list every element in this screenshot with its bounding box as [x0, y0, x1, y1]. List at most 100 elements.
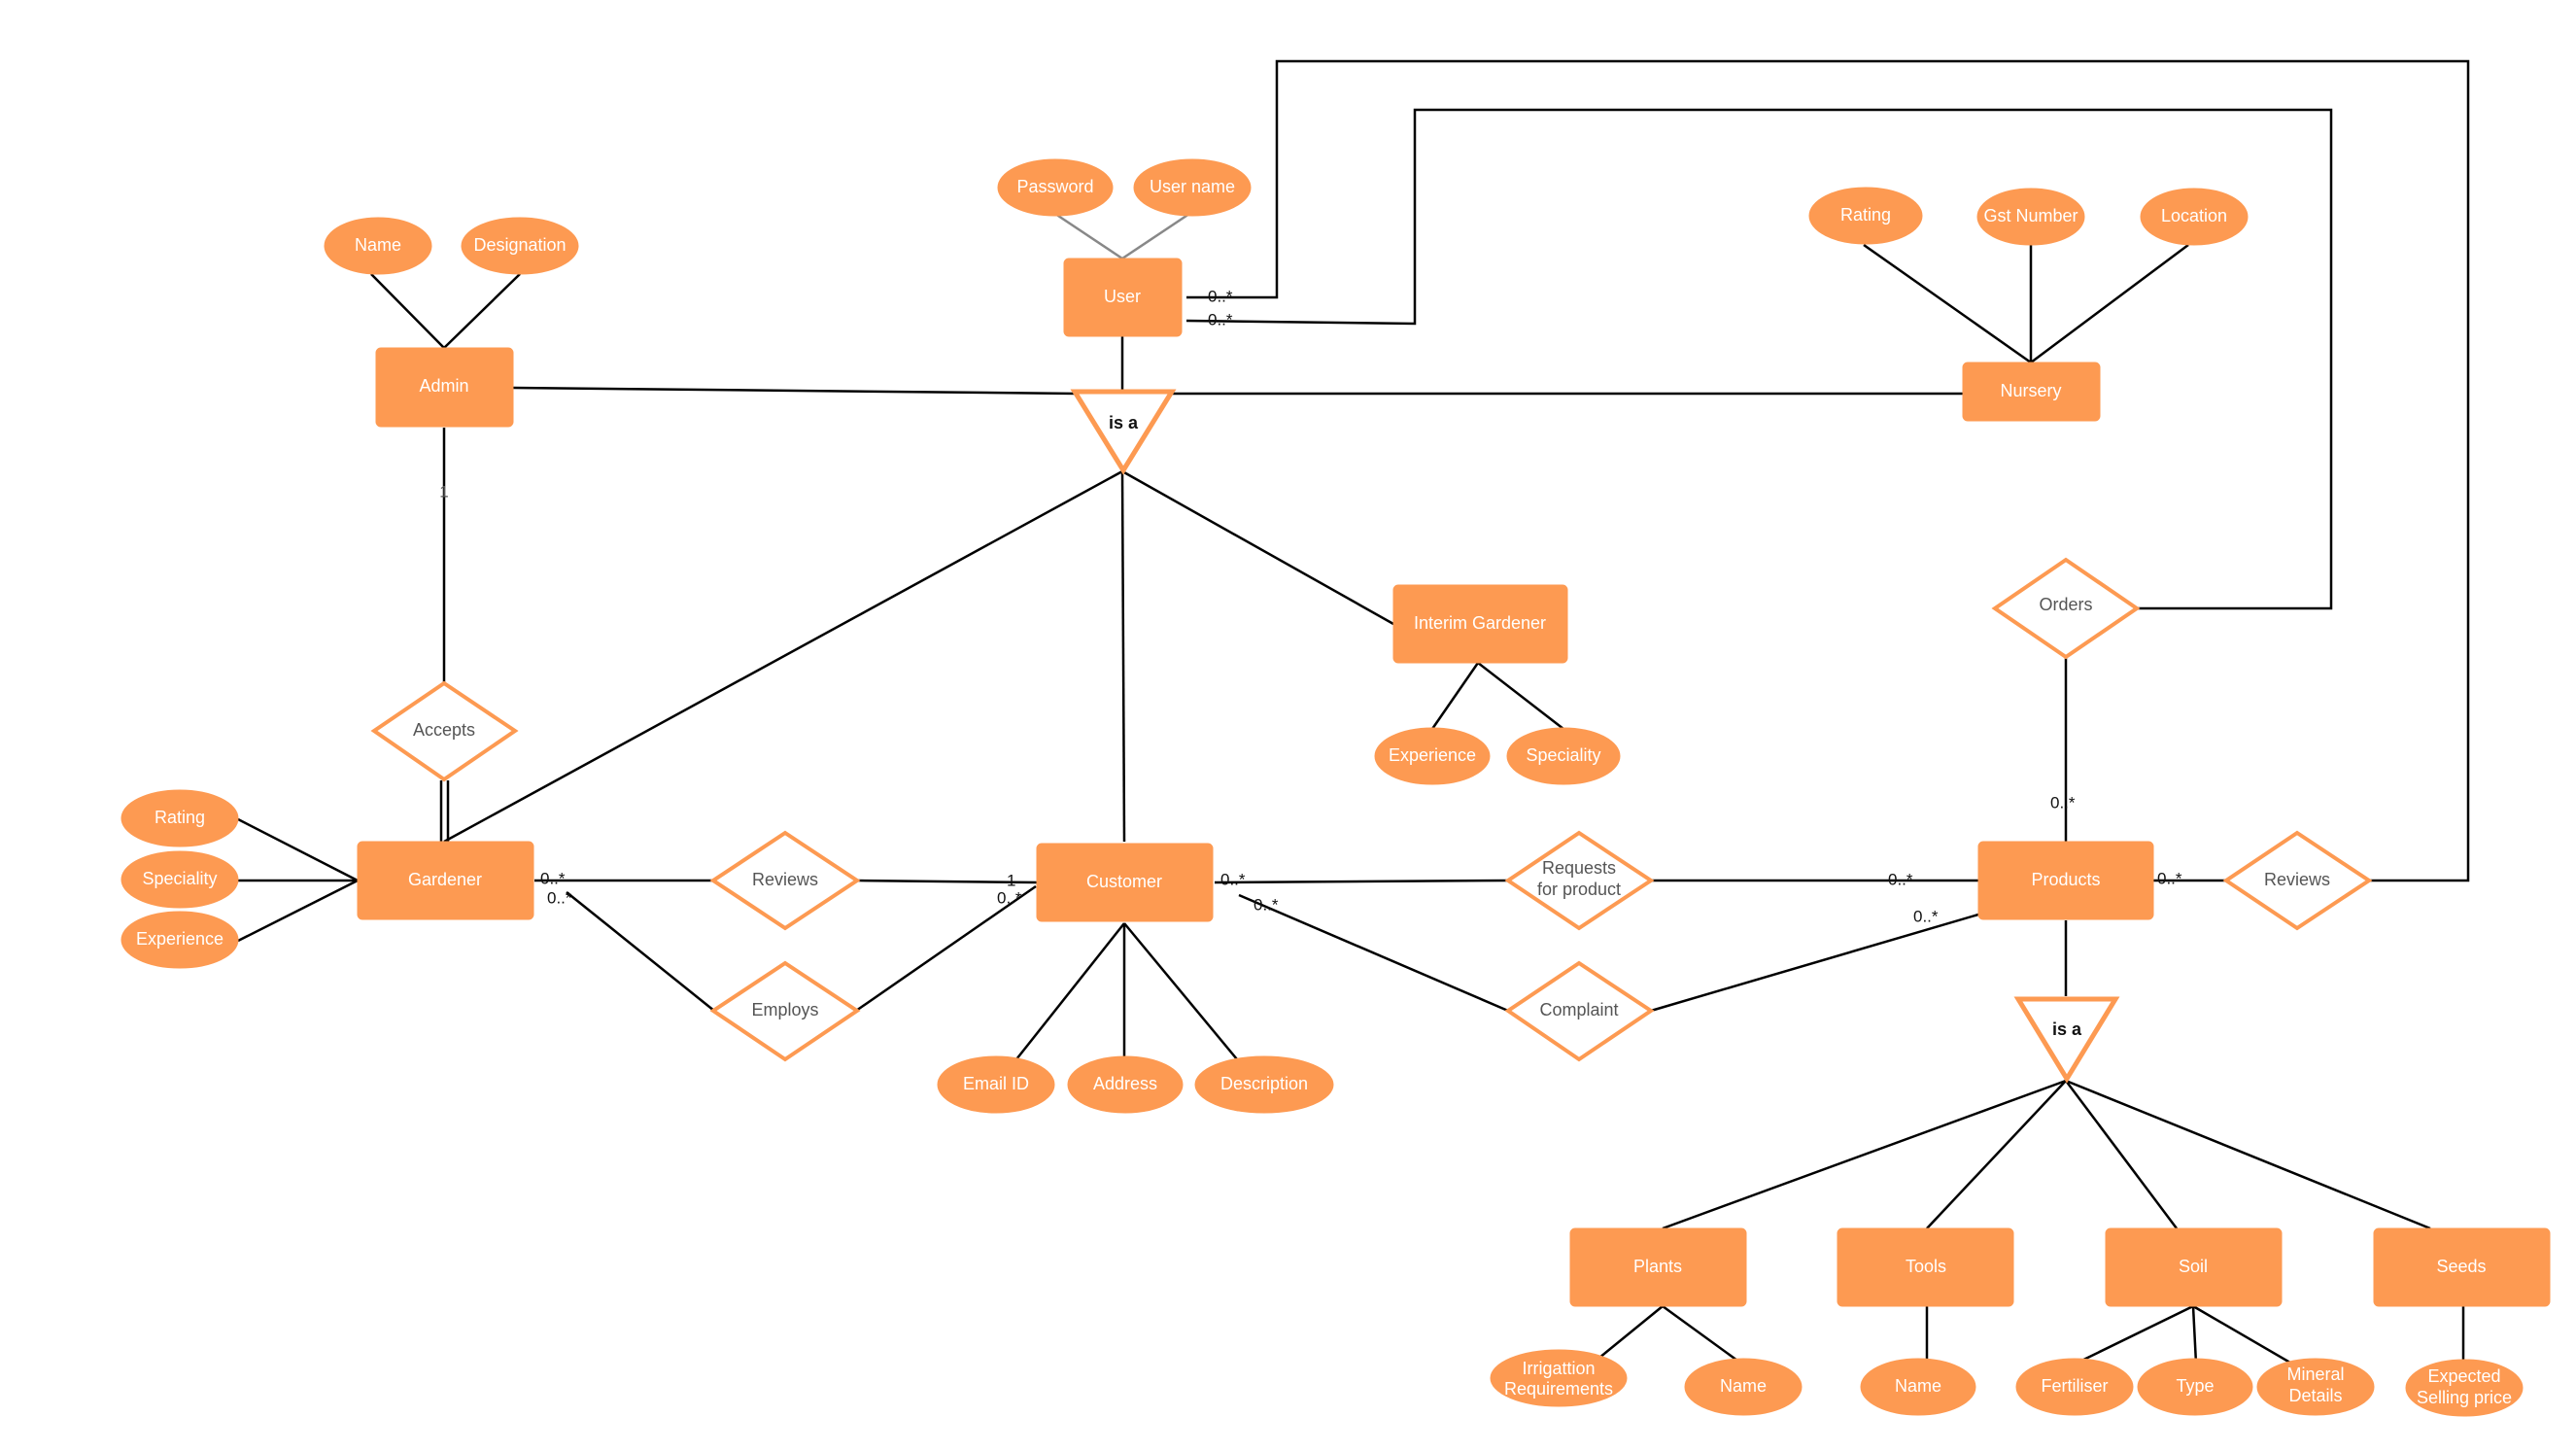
attr-password[interactable]: Password — [997, 158, 1114, 217]
attr-mineral-line1: Mineral — [2286, 1365, 2344, 1384]
line-interim-experience — [1430, 662, 1480, 730]
entity-tools[interactable]: Tools — [1837, 1227, 2014, 1307]
attr-admin-name-label: Name — [355, 235, 401, 255]
entity-nursery[interactable]: Nursery — [1962, 362, 2101, 422]
rel-reviews-gardener[interactable]: Reviews — [709, 830, 861, 931]
attr-irrigation-requirements[interactable]: Irrigattion Requirements — [1490, 1349, 1628, 1407]
rel-requests-for-product[interactable]: Requests for product — [1504, 830, 1655, 931]
rel-complaint-label: Complaint — [1539, 1000, 1618, 1019]
line-complaint-products — [1650, 913, 1979, 1013]
rel-requests-line1: Requests — [1542, 858, 1616, 878]
attr-interim-speciality-label: Speciality — [1526, 745, 1600, 765]
entity-user-label: User — [1104, 287, 1141, 306]
rel-orders[interactable]: Orders — [1991, 557, 2141, 660]
line-reviews-user — [1186, 59, 2470, 882]
attr-irrigation-line1: Irrigattion — [1522, 1359, 1595, 1378]
entity-admin[interactable]: Admin — [375, 347, 514, 428]
attr-interim-speciality[interactable]: Speciality — [1506, 727, 1621, 785]
line-gardener-experience — [237, 879, 359, 943]
line-nursery-location — [2030, 243, 2189, 364]
rel-accepts[interactable]: Accepts — [370, 680, 519, 782]
line-reviews-customer — [857, 879, 1038, 884]
line-soil-type — [2191, 1305, 2198, 1365]
rel-reviews-products[interactable]: Reviews — [2222, 830, 2373, 931]
attr-user-name[interactable]: User name — [1133, 158, 1252, 217]
attr-type-label: Type — [2176, 1376, 2214, 1396]
attr-email-id-label: Email ID — [963, 1074, 1029, 1093]
attr-expected-selling-price[interactable]: Expected Selling price — [2405, 1359, 2524, 1417]
isa-products[interactable]: is a — [2013, 996, 2120, 1084]
line-soil-mineral — [2192, 1304, 2296, 1367]
attr-nursery-rating[interactable]: Rating — [1808, 187, 1923, 245]
attr-address[interactable]: Address — [1067, 1055, 1184, 1114]
line-isa-seeds — [2065, 1079, 2431, 1230]
rel-orders-label: Orders — [2039, 595, 2092, 614]
entity-customer-label: Customer — [1086, 872, 1162, 891]
line-isa-plants — [1662, 1079, 2067, 1230]
entity-products[interactable]: Products — [1977, 841, 2154, 920]
attr-description-label: Description — [1220, 1074, 1308, 1093]
isa-products-label: is a — [2052, 1019, 2082, 1039]
entity-gardener-label: Gardener — [408, 870, 482, 889]
line-admin-designation — [443, 273, 521, 349]
card-products-reviews: 0..* — [2157, 869, 2182, 887]
line-customer-requests — [1214, 879, 1509, 884]
rel-accepts-label: Accepts — [413, 720, 475, 740]
entity-soil-label: Soil — [2179, 1257, 2208, 1276]
attr-address-label: Address — [1093, 1074, 1157, 1093]
attr-gardener-speciality-label: Speciality — [142, 869, 217, 888]
rel-complaint[interactable]: Complaint — [1504, 960, 1655, 1062]
attr-gst-number-label: Gst Number — [1983, 206, 2078, 225]
connector-lines — [237, 59, 2470, 1367]
attr-designation[interactable]: Designation — [461, 217, 579, 275]
line-isa-customer — [1120, 470, 1126, 843]
entity-seeds[interactable]: Seeds — [2373, 1227, 2551, 1307]
attr-gst-number[interactable]: Gst Number — [1976, 188, 2085, 246]
rel-employs[interactable]: Employs — [709, 960, 861, 1062]
entity-plants[interactable]: Plants — [1569, 1227, 1747, 1307]
attr-admin-name[interactable]: Name — [324, 217, 432, 275]
attr-email-id[interactable]: Email ID — [937, 1055, 1055, 1114]
entity-gardener[interactable]: Gardener — [357, 841, 534, 920]
attr-mineral-details[interactable]: Mineral Details — [2256, 1358, 2375, 1416]
attr-gardener-experience[interactable]: Experience — [120, 911, 239, 969]
line-user-password — [1054, 212, 1123, 260]
attr-gardener-experience-label: Experience — [136, 929, 223, 949]
attr-password-label: Password — [1016, 177, 1093, 196]
line-employs-customer — [855, 884, 1037, 1013]
attr-location[interactable]: Location — [2140, 188, 2249, 246]
attr-nursery-rating-label: Rating — [1840, 205, 1891, 225]
entity-nursery-label: Nursery — [2000, 381, 2061, 400]
card-user-bottom: 0..* — [1208, 310, 1233, 328]
isa-user-label: is a — [1109, 413, 1139, 432]
line-interim-speciality — [1477, 662, 1564, 730]
attr-fertiliser[interactable]: Fertiliser — [2015, 1358, 2134, 1416]
entity-products-label: Products — [2031, 870, 2100, 889]
attr-description[interactable]: Description — [1194, 1055, 1334, 1114]
isa-user[interactable]: is a — [1070, 389, 1177, 475]
card-customer-employs: 0..* — [997, 888, 1022, 907]
attr-gardener-speciality[interactable]: Speciality — [120, 850, 239, 909]
attr-plants-name[interactable]: Name — [1684, 1358, 1803, 1416]
rel-requests-line2: for product — [1537, 880, 1621, 899]
attr-gardener-rating[interactable]: Rating — [120, 789, 239, 847]
entity-plants-label: Plants — [1633, 1257, 1682, 1276]
attr-tools-name[interactable]: Name — [1860, 1358, 1976, 1416]
attr-expected-line1: Expected — [2427, 1366, 2500, 1386]
attr-location-label: Location — [2161, 206, 2227, 225]
attr-fertiliser-label: Fertiliser — [2041, 1376, 2108, 1396]
attr-interim-experience[interactable]: Experience — [1374, 727, 1491, 785]
card-customer-requests: 0..* — [1220, 870, 1246, 888]
card-customer-complaint: 0..* — [1254, 895, 1279, 914]
entity-soil[interactable]: Soil — [2105, 1227, 2283, 1307]
line-isa-tools — [1926, 1080, 2067, 1229]
entity-interim-gardener[interactable]: Interim Gardener — [1392, 584, 1568, 664]
attr-user-name-label: User name — [1150, 177, 1235, 196]
line-isa-soil — [2065, 1080, 2178, 1229]
line-gardener-rating — [237, 817, 359, 882]
entity-customer[interactable]: Customer — [1036, 843, 1214, 922]
entity-user[interactable]: User — [1063, 258, 1183, 337]
attr-type[interactable]: Type — [2137, 1358, 2253, 1416]
attr-plants-name-label: Name — [1720, 1376, 1767, 1396]
